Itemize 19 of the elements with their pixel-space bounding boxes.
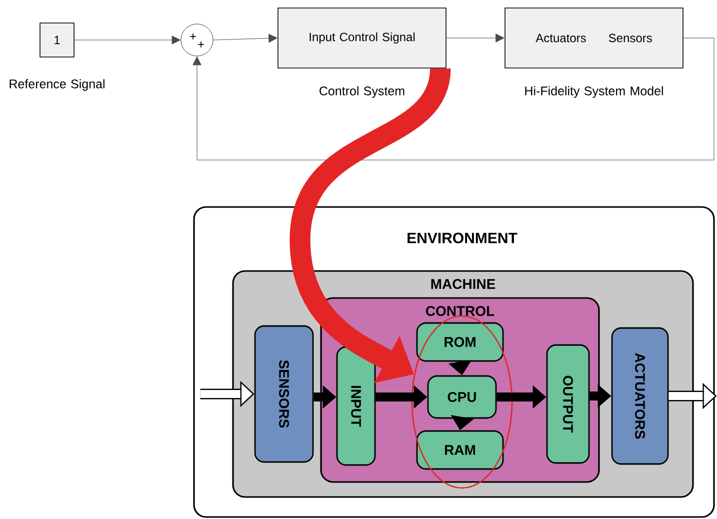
block-box: Actuators Sensors [504, 8, 684, 68]
memory-box: RAM [416, 430, 504, 470]
memory-box: ROM [416, 322, 504, 362]
arrow [74, 36, 180, 44]
block-box: 1 [40, 22, 74, 58]
arrow [446, 34, 504, 42]
block-caption: Hi-Fidelity System Model [525, 86, 663, 98]
arrow [212, 34, 278, 43]
module-box: SENSORS [254, 325, 314, 463]
module-box: INPUT [336, 346, 376, 466]
arrow [192, 38, 714, 160]
block-box: Input Control Signal [278, 8, 446, 68]
block-caption: Reference Signal [10, 79, 104, 91]
module-box: ACTUATORS [611, 327, 669, 465]
block-caption: Control System [320, 86, 404, 98]
memory-box: CPU [427, 375, 497, 419]
highlight-ellipse [411, 315, 513, 489]
sum-junction: + + [180, 24, 214, 56]
module-box: OUTPUT [546, 344, 590, 464]
